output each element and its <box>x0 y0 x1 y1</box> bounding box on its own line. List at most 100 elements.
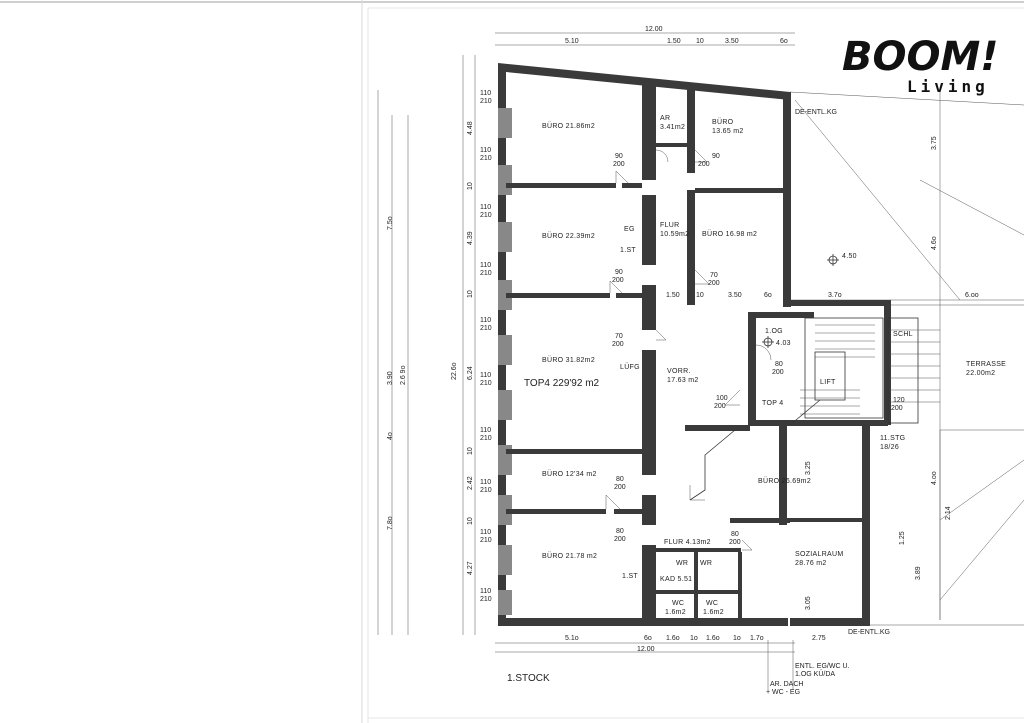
dim-top-1: 5.10 <box>565 38 579 45</box>
label-og: 1.OG <box>765 328 783 335</box>
door-w-9: 80 <box>616 476 624 483</box>
floor-label: 1.STOCK <box>507 673 550 684</box>
annotation-wc-eg: + WC - EG <box>766 689 800 696</box>
dim-outer-2: 3.90 <box>387 371 394 385</box>
window-h-6: 210 <box>480 380 492 387</box>
door-w-2: 90 <box>712 153 720 160</box>
window-h-3: 210 <box>480 212 492 219</box>
door-w-10: 80 <box>616 528 624 535</box>
dim-bottom-5: 1.6o <box>706 635 720 642</box>
interior-walls <box>506 80 862 620</box>
dim-mid-5: 3.7o <box>828 292 842 299</box>
dim-bottom-total: 12.00 <box>637 646 655 653</box>
dim-bottom-6: 1o <box>733 635 741 642</box>
room-sozialraum: SOZIALRAUM <box>795 551 844 558</box>
dim-mid-2: 10 <box>696 292 704 299</box>
window-w-5: 110 <box>480 317 491 324</box>
room-terrasse: TERRASSE <box>966 361 1006 368</box>
window-h-8: 210 <box>480 487 492 494</box>
dim-top-5: 6o <box>780 38 788 45</box>
window-w-8: 110 <box>480 479 491 486</box>
room-flur-2: FLUR 4.13m2 <box>664 539 711 546</box>
annotation-entl-1: ENTL. EG/WC U. <box>795 663 850 670</box>
door-size-labels: 90 200 90 200 90 200 70 200 70 200 80 20… <box>612 153 905 546</box>
label-1st-b: 1.ST <box>622 573 638 580</box>
dim-right-1: 3.75 <box>931 136 938 150</box>
window-w-9: 110 <box>480 529 491 536</box>
door-h-10: 200 <box>614 536 626 543</box>
dim-outer-5: 7.8o <box>387 516 394 530</box>
label-stg: 11.STG <box>880 435 905 442</box>
room-flur-1-area: 10.59m2 <box>660 231 689 238</box>
room-lift: LIFT <box>820 379 836 386</box>
door-h-4: 200 <box>708 280 720 287</box>
logo-tagline: Living <box>907 77 989 96</box>
window-h-10: 210 <box>480 596 492 603</box>
dimensions-right: 3.75 4.6o 4.oo 2.14 3.25 3.05 1.25 3.89 <box>805 136 952 610</box>
room-buero-5: BÜRO 21.78 m2 <box>542 552 597 560</box>
stairwell <box>789 317 940 426</box>
dim-top-total: 12.00 <box>645 26 663 33</box>
dim-left-3: 4.39 <box>467 231 474 245</box>
door-swings <box>605 149 772 551</box>
room-wc-2-area: 1.6m2 <box>703 609 724 616</box>
dim-bottom-7: 1.7o <box>750 635 764 642</box>
room-wr-2: WR <box>700 560 712 567</box>
room-wc-2: WC <box>706 600 718 607</box>
door-w-8: 120 <box>893 397 905 404</box>
room-terrasse-area: 22.00m2 <box>966 370 995 377</box>
dim-right-6: 3.05 <box>805 596 812 610</box>
dim-left-9: 4.27 <box>467 561 474 575</box>
dim-right-2: 4.6o <box>931 236 938 250</box>
label-luefg: LÜFG <box>620 363 640 371</box>
label-og-level: 4.03 <box>776 340 791 347</box>
door-w-11: 80 <box>731 531 739 538</box>
dim-bottom-1: 5.1o <box>565 635 579 642</box>
dim-mid-3: 3.50 <box>728 292 742 299</box>
room-buero-3: BÜRO 31.82m2 <box>542 356 595 364</box>
dim-outer-1: 7.5o <box>387 216 394 230</box>
dim-left-1: 4.48 <box>467 121 474 135</box>
door-w-7: 100 <box>716 395 728 402</box>
door-h-6: 200 <box>772 369 784 376</box>
label-stg-dim: 18/26 <box>880 444 899 451</box>
door-w-4: 70 <box>710 272 718 279</box>
dim-right-8: 3.89 <box>915 566 922 580</box>
room-buero-6-area: 13.65 m2 <box>712 128 744 135</box>
window-w-6: 110 <box>480 372 491 379</box>
door-w-1: 90 <box>615 153 623 160</box>
dim-mid-6: 6.oo <box>965 292 979 299</box>
dimensions-top: 12.00 5.10 1.50 10 3.50 6o <box>565 26 788 45</box>
dim-left-8: 10 <box>467 517 474 525</box>
door-h-8: 200 <box>891 405 903 412</box>
dim-outer-4: 4o <box>387 432 394 440</box>
window-h-7: 210 <box>480 435 492 442</box>
dim-right-5: 3.25 <box>805 461 812 475</box>
dim-left-5: 6.24 <box>467 366 474 380</box>
room-kad: KAD 5.51 <box>660 576 692 583</box>
label-level-450: 4.50 <box>842 253 857 260</box>
room-wc-1: WC <box>672 600 684 607</box>
dim-left-2: 10 <box>467 182 474 190</box>
dim-left-4: 10 <box>467 290 474 298</box>
window-size-labels: 110 210 110 210 110 210 110 210 110 210 … <box>480 90 492 603</box>
dim-left-total: 22.6o <box>451 362 458 380</box>
room-vorraum-area: 17.63 m2 <box>667 377 699 384</box>
annotations: DE-ENTL.KG DE-ENTL.KG ENTL. EG/WC U. 1.O… <box>766 109 890 696</box>
door-h-5: 200 <box>612 341 624 348</box>
window-h-9: 210 <box>480 537 492 544</box>
annotation-ar-dach: AR. DACH <box>770 681 803 688</box>
dim-bottom-3: 1.6o <box>666 635 680 642</box>
room-top4-stair: TOP 4 <box>762 400 783 407</box>
dim-top-2: 1.50 <box>667 38 681 45</box>
window-w-4: 110 <box>480 262 491 269</box>
door-h-9: 200 <box>614 484 626 491</box>
window-w-2: 110 <box>480 147 491 154</box>
label-eg: EG <box>624 226 635 233</box>
door-h-11: 200 <box>729 539 741 546</box>
window-w-3: 110 <box>480 204 491 211</box>
room-vorraum: VORR. <box>667 368 691 375</box>
window-h-4: 210 <box>480 270 492 277</box>
room-sozialraum-area: 28.76 m2 <box>795 560 827 567</box>
